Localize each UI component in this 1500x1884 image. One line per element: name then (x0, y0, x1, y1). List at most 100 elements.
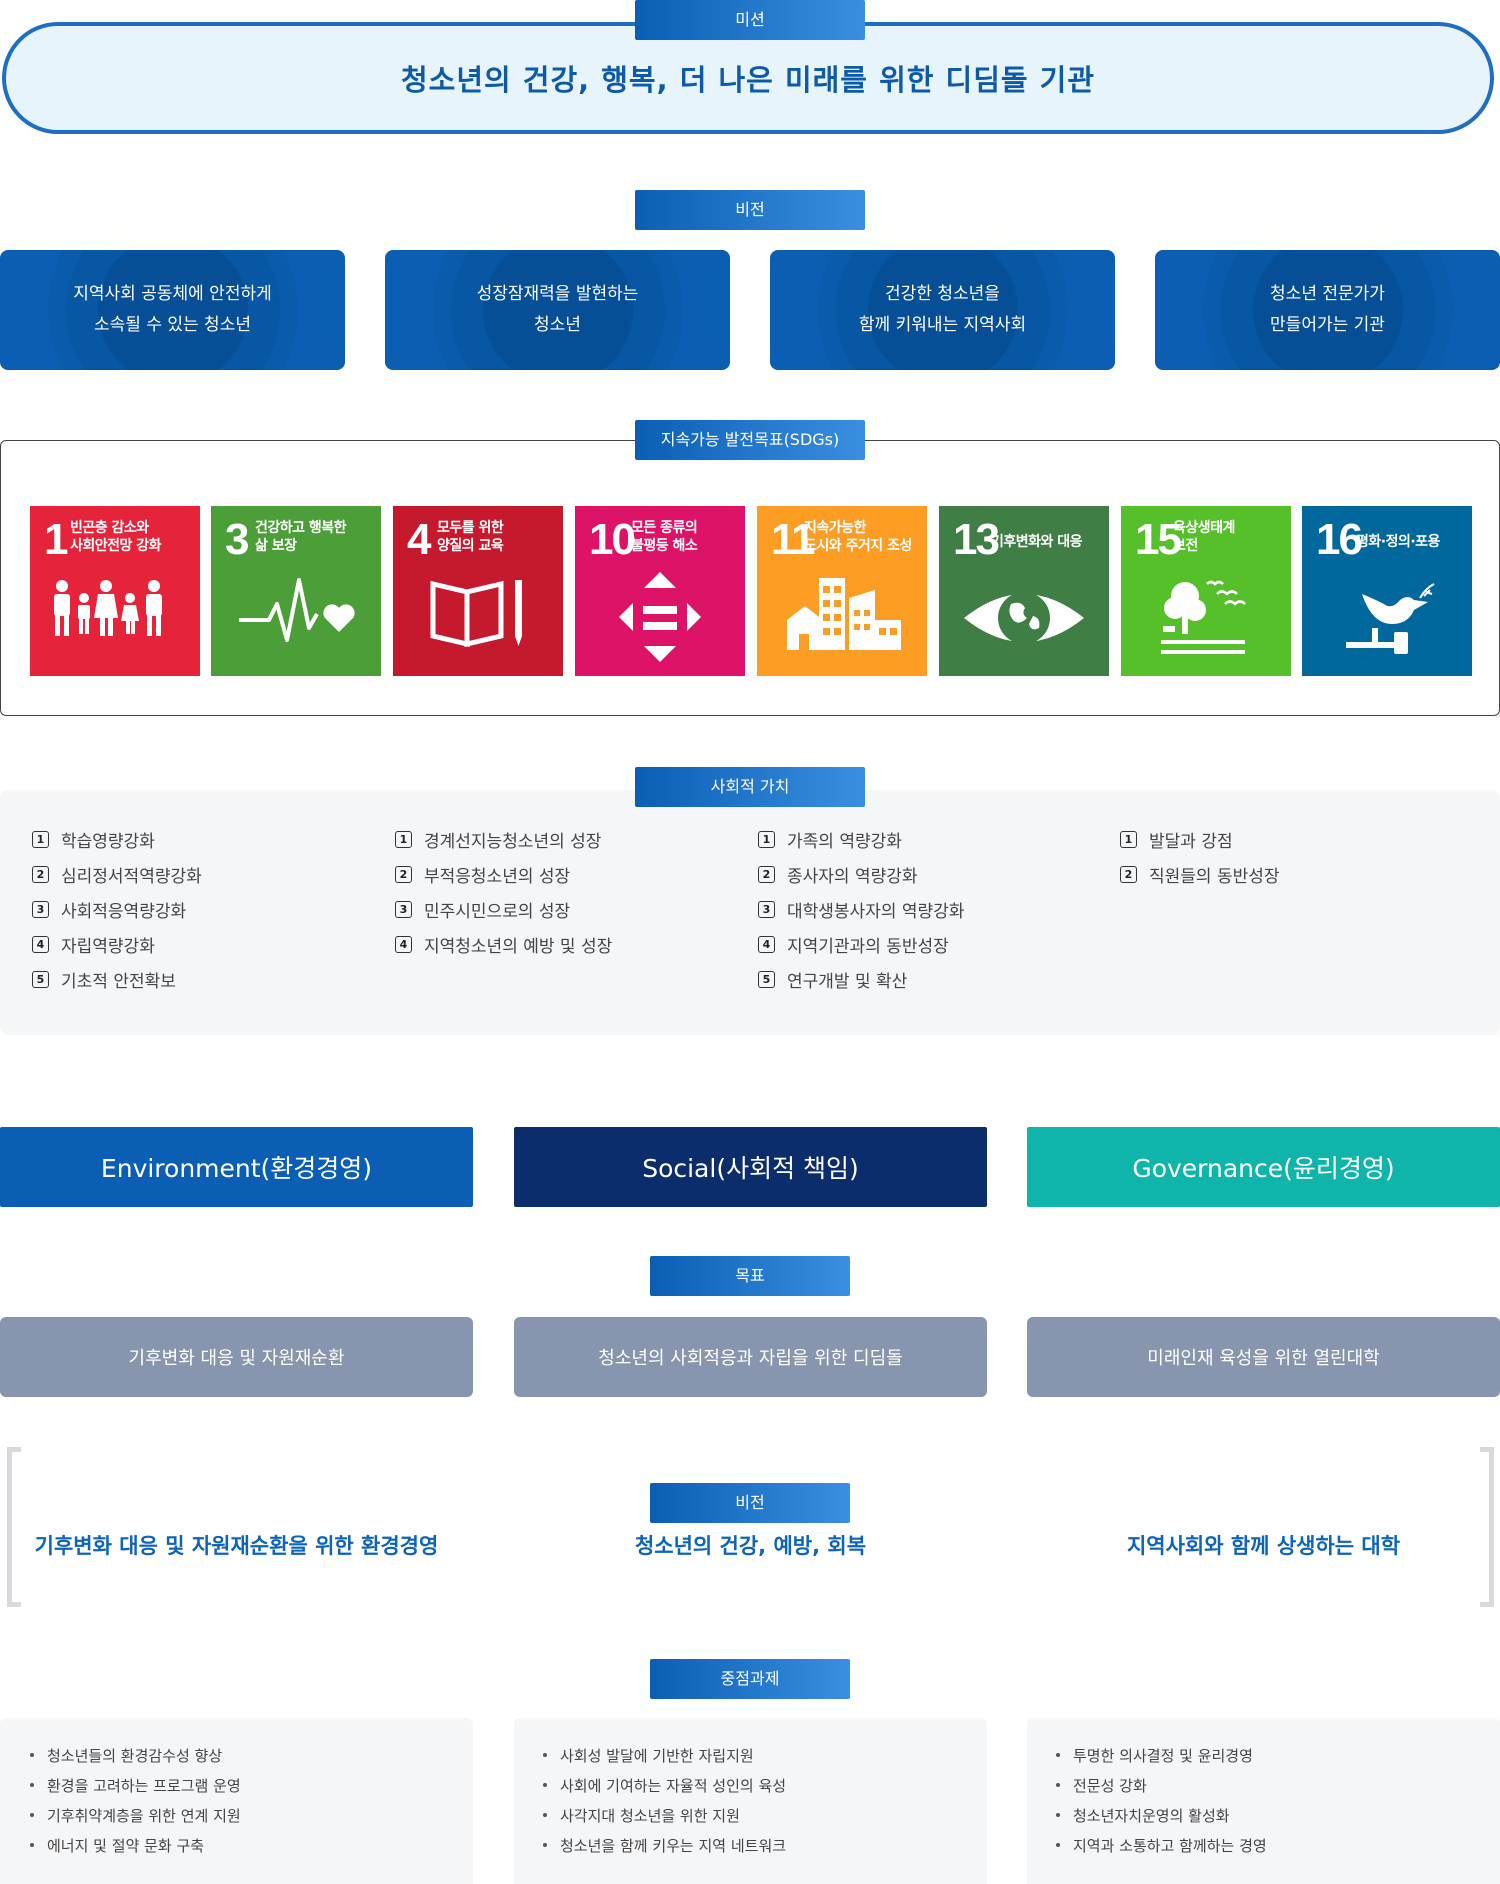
equality-arrows-icon (619, 572, 701, 662)
list-item-text: 자립역량강화 (61, 937, 155, 957)
sdg-tag: 지속가능 발전목표(SDGs) (635, 420, 865, 460)
vision-tag: 비전 (635, 190, 865, 230)
tasks-governance: 투명한 의사결정 및 윤리경영 전문성 강화 청소년자치운영의 활성화 지역과 … (1056, 1740, 1267, 1860)
vision-card-3: 건강한 청소년을 함께 키워내는 지역사회 (770, 250, 1115, 370)
list-item-text: 심리정서적역량강화 (61, 867, 202, 887)
list-item-text: 연구개발 및 확산 (787, 972, 908, 992)
sdg-label: 평화·정의·포용 (1356, 534, 1440, 550)
number-badge: 2 (1120, 866, 1137, 883)
earth-eye-icon (964, 592, 1084, 644)
family-icon (54, 580, 162, 636)
vision-card-1: 지역사회 공동체에 안전하게 소속될 수 있는 청소년 (0, 250, 345, 370)
sdg-goal-4: 4 모두를 위한 양질의 교육 (393, 506, 563, 676)
list-item: 1 가족의 역량강화 (756, 822, 964, 857)
list-item: 3 민주시민으로의 성장 (393, 892, 612, 927)
mission-statement: 청소년의 건강, 행복, 더 나은 미래를 위한 디딤돌 기관 (2, 22, 1494, 134)
sdg-number: 1 (44, 515, 69, 564)
list-item: 1 경계선지능청소년의 성장 (393, 822, 612, 857)
list-item: 5 연구개발 및 확산 (756, 962, 964, 997)
number-badge: 1 (758, 831, 775, 848)
dove-gavel-icon (1346, 583, 1435, 654)
list-item: 4 자립역량강화 (30, 927, 202, 962)
tasks-social: 사회성 발달에 기반한 자립지원 사회에 기여하는 자율적 성인의 육성 사각지… (543, 1740, 786, 1860)
sdg-number: 13 (953, 515, 1000, 564)
sdg-goal-16: 16 평화·정의·포용 (1302, 506, 1472, 676)
list-item: 전문성 강화 (1056, 1770, 1267, 1800)
number-badge: 1 (32, 831, 49, 848)
list-item: 1 발달과 강점 (1118, 822, 1280, 857)
sdg-label: 모두를 위한 양질의 교육 (437, 520, 504, 554)
list-item: 4 지역기관과의 동반성장 (756, 927, 964, 962)
esg-vision-tag: 비전 (650, 1483, 850, 1523)
list-item-text: 가족의 역량강화 (787, 832, 902, 852)
bracket-right (1480, 1447, 1494, 1607)
sdg-goal-3: 3 건강하고 행복한 삶 보장 (211, 506, 381, 676)
goal-governance: 미래인재 육성을 위한 열린대학 (1027, 1317, 1500, 1397)
vision-card-text: 청소년 전문가가 만들어가는 기관 (1270, 284, 1385, 335)
bracket-left (7, 1447, 21, 1607)
sdg-label: 건강하고 행복한 삶 보장 (255, 520, 347, 554)
number-badge: 4 (32, 936, 49, 953)
social-value-tag: 사회적 가치 (635, 767, 865, 807)
book-pencil-icon (430, 580, 522, 648)
sdg-number: 11 (771, 515, 815, 564)
sdg-goal-13: 13 기후변화와 대응 (939, 506, 1109, 676)
list-item: 1 학습영량강화 (30, 822, 202, 857)
tasks-environment: 청소년들의 환경감수성 향상 환경을 고려하는 프로그램 운영 기후취약계층을 … (30, 1740, 241, 1860)
sdg-number: 4 (407, 515, 432, 564)
list-item-text: 민주시민으로의 성장 (424, 902, 571, 922)
vision-governance: 지역사회와 함께 상생하는 대학 (1126, 1534, 1401, 1558)
esg-environment-header: Environment(환경경영) (0, 1127, 473, 1207)
social-value-column-4: 1 발달과 강점 2 직원들의 동반성장 (1118, 822, 1280, 892)
esg-social-header: Social(사회적 책임) (514, 1127, 987, 1207)
city-buildings-icon (787, 578, 901, 650)
sdg-label: 육상생태계 보전 (1173, 520, 1235, 554)
vision-environment: 기후변화 대응 및 자원재순환을 위한 환경경영 (34, 1534, 439, 1558)
list-item: 투명한 의사결정 및 윤리경영 (1056, 1740, 1267, 1770)
key-tasks-tag: 중점과제 (650, 1659, 850, 1699)
number-badge: 4 (758, 936, 775, 953)
number-badge: 5 (758, 971, 775, 988)
vision-social: 청소년의 건강, 예방, 회복 (634, 1534, 867, 1558)
list-item-text: 경계선지능청소년의 성장 (424, 832, 602, 852)
number-badge: 3 (395, 901, 412, 918)
vision-card-2: 성장잠재력을 발현하는 청소년 (385, 250, 730, 370)
list-item: 사회에 기여하는 자율적 성인의 육성 (543, 1770, 786, 1800)
list-item: 환경을 고려하는 프로그램 운영 (30, 1770, 241, 1800)
list-item-text: 학습영량강화 (61, 832, 155, 852)
list-item-text: 사회적응역량강화 (61, 902, 187, 922)
number-badge: 3 (32, 901, 49, 918)
list-item: 기후취약계층을 위한 연계 지원 (30, 1800, 241, 1830)
list-item-text: 종사자의 역량강화 (787, 867, 918, 887)
vision-card-4: 청소년 전문가가 만들어가는 기관 (1155, 250, 1500, 370)
vision-card-text: 건강한 청소년을 함께 키워내는 지역사회 (858, 284, 1027, 335)
list-item: 2 직원들의 동반성장 (1118, 857, 1280, 892)
sdg-goal-15: 15 육상생태계 보전 (1121, 506, 1291, 676)
sdg-label: 빈곤층 감소와 사회안전망 강화 (70, 520, 162, 554)
number-badge: 1 (1120, 831, 1137, 848)
number-badge: 2 (32, 866, 49, 883)
number-badge: 5 (32, 971, 49, 988)
goal-tag: 목표 (650, 1256, 850, 1296)
vision-card-text: 지역사회 공동체에 안전하게 소속될 수 있는 청소년 (73, 284, 272, 335)
social-value-panel (0, 790, 1500, 1035)
mission-tag: 미션 (635, 0, 865, 40)
list-item-text: 직원들의 동반성장 (1149, 867, 1280, 887)
sdg-label: 기후변화와 대응 (991, 534, 1083, 550)
list-item: 에너지 및 절약 문화 구축 (30, 1830, 241, 1860)
list-item: 사각지대 청소년을 위한 지원 (543, 1800, 786, 1830)
list-item-text: 발달과 강점 (1149, 832, 1233, 852)
sdg-number: 10 (589, 515, 636, 564)
list-item: 사회성 발달에 기반한 자립지원 (543, 1740, 786, 1770)
list-item: 청소년들의 환경감수성 향상 (30, 1740, 241, 1770)
number-badge: 2 (758, 866, 775, 883)
number-badge: 1 (395, 831, 412, 848)
list-item-text: 지역기관과의 동반성장 (787, 937, 949, 957)
number-badge: 2 (395, 866, 412, 883)
list-item-text: 지역청소년의 예방 및 성장 (424, 937, 613, 957)
